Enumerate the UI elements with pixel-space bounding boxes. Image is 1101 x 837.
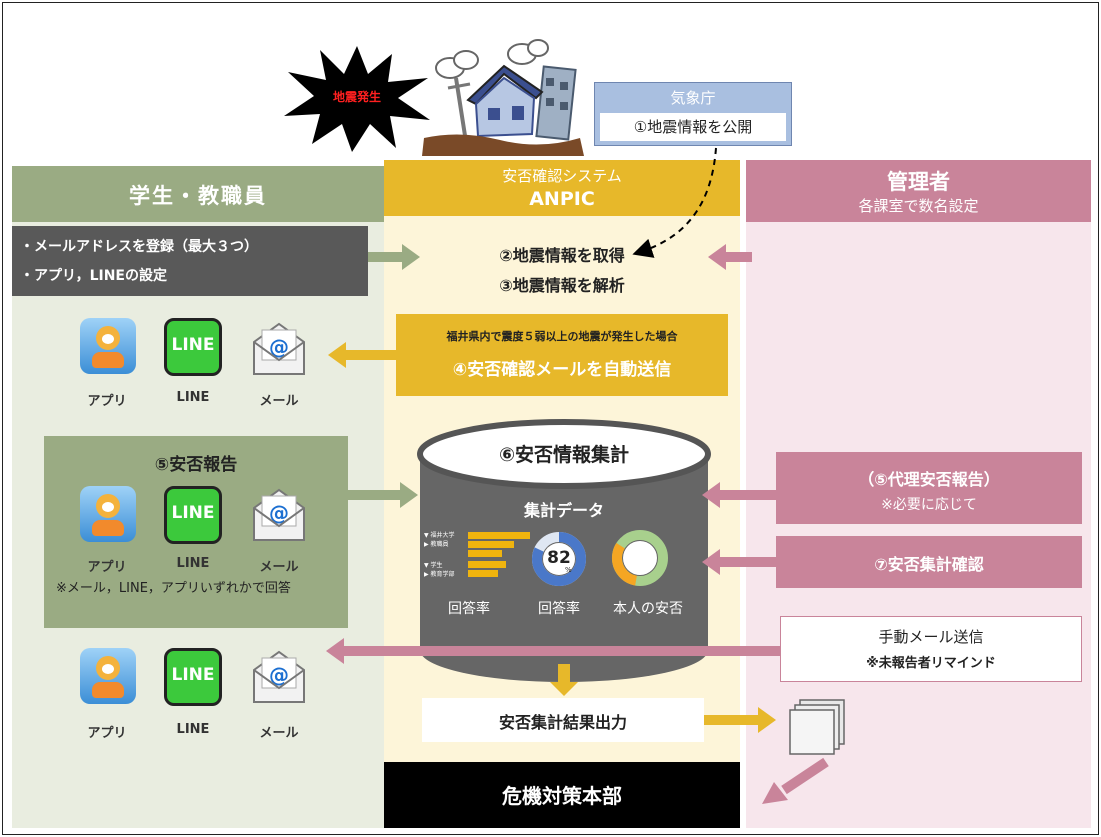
collapsed-house-icon — [422, 39, 584, 156]
system-step3: ③地震情報を解析 — [499, 276, 625, 295]
output-box — [422, 698, 704, 742]
channel-row-2: アプリ LINE LINE @ メール — [72, 484, 312, 575]
bar — [468, 561, 506, 568]
report-title: ⑤安否報告 — [154, 455, 238, 475]
app-label: アプリ — [87, 726, 127, 741]
data-title: 集計データ — [523, 501, 604, 520]
db-to-output-arrow — [550, 664, 578, 696]
register-line-2: ・アプリ，LINEの設定 — [20, 268, 167, 284]
student-title: 学生・教職員 — [129, 184, 267, 208]
mail-label: メール — [259, 726, 299, 741]
mail-label: メール — [259, 394, 299, 409]
line-label: LINE — [176, 722, 210, 737]
register-arrow — [368, 244, 420, 270]
system-title-name: ANPIC — [529, 188, 595, 210]
chart-label: 本人の安否 — [613, 601, 683, 617]
app-label: アプリ — [87, 560, 127, 575]
chart-label: 回答率 — [538, 601, 580, 617]
mail-envelope-icon[interactable]: @ — [250, 648, 308, 706]
response-rate-donut — [532, 532, 586, 586]
manual-mail-title: 手動メール送信 — [878, 628, 984, 646]
admin-title: 管理者 — [887, 170, 950, 194]
mail-envelope-icon[interactable]: @ — [250, 486, 308, 544]
report-arrow — [348, 482, 418, 508]
mail-label: メール — [259, 560, 299, 575]
bar — [468, 550, 502, 557]
svg-text:@: @ — [269, 501, 289, 525]
svg-text:@: @ — [269, 663, 289, 687]
auto-send-box — [396, 314, 728, 396]
line-label: LINE — [176, 390, 210, 405]
svg-text:@: @ — [269, 335, 289, 359]
aggregate-check-box — [776, 536, 1082, 588]
output-to-docs-arrow — [704, 707, 776, 733]
jma-title: 気象庁 — [670, 89, 716, 107]
proxy-report-note: ※必要に応じて — [881, 497, 977, 513]
db-title: ⑥安否情報集計 — [498, 444, 630, 466]
proxy-report-title: （⑤代理安否報告） — [858, 470, 1000, 489]
docs-to-hq-arrow — [762, 757, 829, 804]
output-label: 安否集計結果出力 — [498, 713, 627, 732]
register-box — [12, 226, 368, 296]
app-icon[interactable] — [80, 318, 136, 374]
admin-subtitle: 各課室で数名設定 — [858, 197, 979, 215]
line-icon[interactable]: LINE — [164, 648, 222, 706]
earthquake-label: 地震発生 — [332, 90, 381, 104]
channel-row-1: アプリ LINE LINE @ メール — [72, 316, 312, 416]
app-icon[interactable] — [80, 486, 136, 542]
auto-send-arrow — [328, 342, 396, 368]
system-step2: ②地震情報を取得 — [499, 246, 625, 265]
line-icon[interactable]: LINE — [164, 318, 222, 376]
manual-mail-arrow — [326, 638, 780, 664]
manual-mail-note: ※未報告者リマインド — [866, 656, 996, 671]
mini-bar-chart: ▼ 福井大学 ▶ 教職員 ▼ 学生 ▶ 教育学部 — [424, 530, 530, 584]
earthquake-burst-icon — [284, 46, 430, 152]
proxy-report-box — [776, 452, 1082, 524]
report-note: ※メール，LINE，アプリいずれかで回答 — [56, 581, 291, 596]
aggregate-check-label: ⑦安否集計確認 — [874, 555, 984, 574]
register-line-1: ・メールアドレスを登録（最大３つ） — [20, 239, 258, 255]
line-logo-text: LINE — [171, 665, 215, 685]
bar-label: ▼ 福井大学 — [424, 532, 455, 539]
document-stack-icon — [789, 699, 845, 755]
mail-envelope-icon[interactable]: @ — [250, 320, 308, 378]
hq-box — [384, 762, 740, 828]
line-icon[interactable]: LINE — [164, 486, 222, 544]
admin-to-system-arrow — [708, 244, 752, 270]
jma-step1: ①地震情報を公開 — [600, 113, 786, 141]
safety-donut — [612, 530, 668, 586]
line-logo-text: LINE — [171, 335, 215, 355]
student-header — [12, 166, 384, 222]
chart-label: 回答率 — [448, 601, 490, 617]
proxy-arrow — [702, 482, 776, 508]
bar-label: ▶ 教職員 — [424, 541, 449, 548]
system-title-top: 安否確認システム — [502, 167, 622, 185]
app-icon[interactable] — [80, 648, 136, 704]
bar — [468, 570, 498, 577]
channel-row-3: アプリ LINE LINE @ メール — [72, 646, 312, 746]
admin-header — [746, 160, 1091, 222]
bar-label: ▼ 学生 — [424, 562, 443, 569]
hq-label: 危機対策本部 — [502, 784, 622, 808]
auto-send-step4: ④安否確認メールを自動送信 — [452, 360, 672, 380]
line-label: LINE — [176, 556, 210, 571]
auto-send-condition: 福井県内で震度５弱以上の地震が発生した場合 — [446, 330, 678, 343]
manual-mail-box — [780, 616, 1082, 682]
app-label: アプリ — [87, 394, 127, 409]
bar — [468, 541, 514, 548]
system-header — [384, 160, 740, 216]
donut-value: 82 — [547, 548, 571, 568]
aggregate-arrow — [702, 549, 776, 575]
bar — [468, 532, 530, 539]
bar-label: ▶ 教育学部 — [424, 571, 455, 578]
line-logo-text: LINE — [171, 503, 215, 523]
donut-unit: % — [565, 566, 572, 574]
